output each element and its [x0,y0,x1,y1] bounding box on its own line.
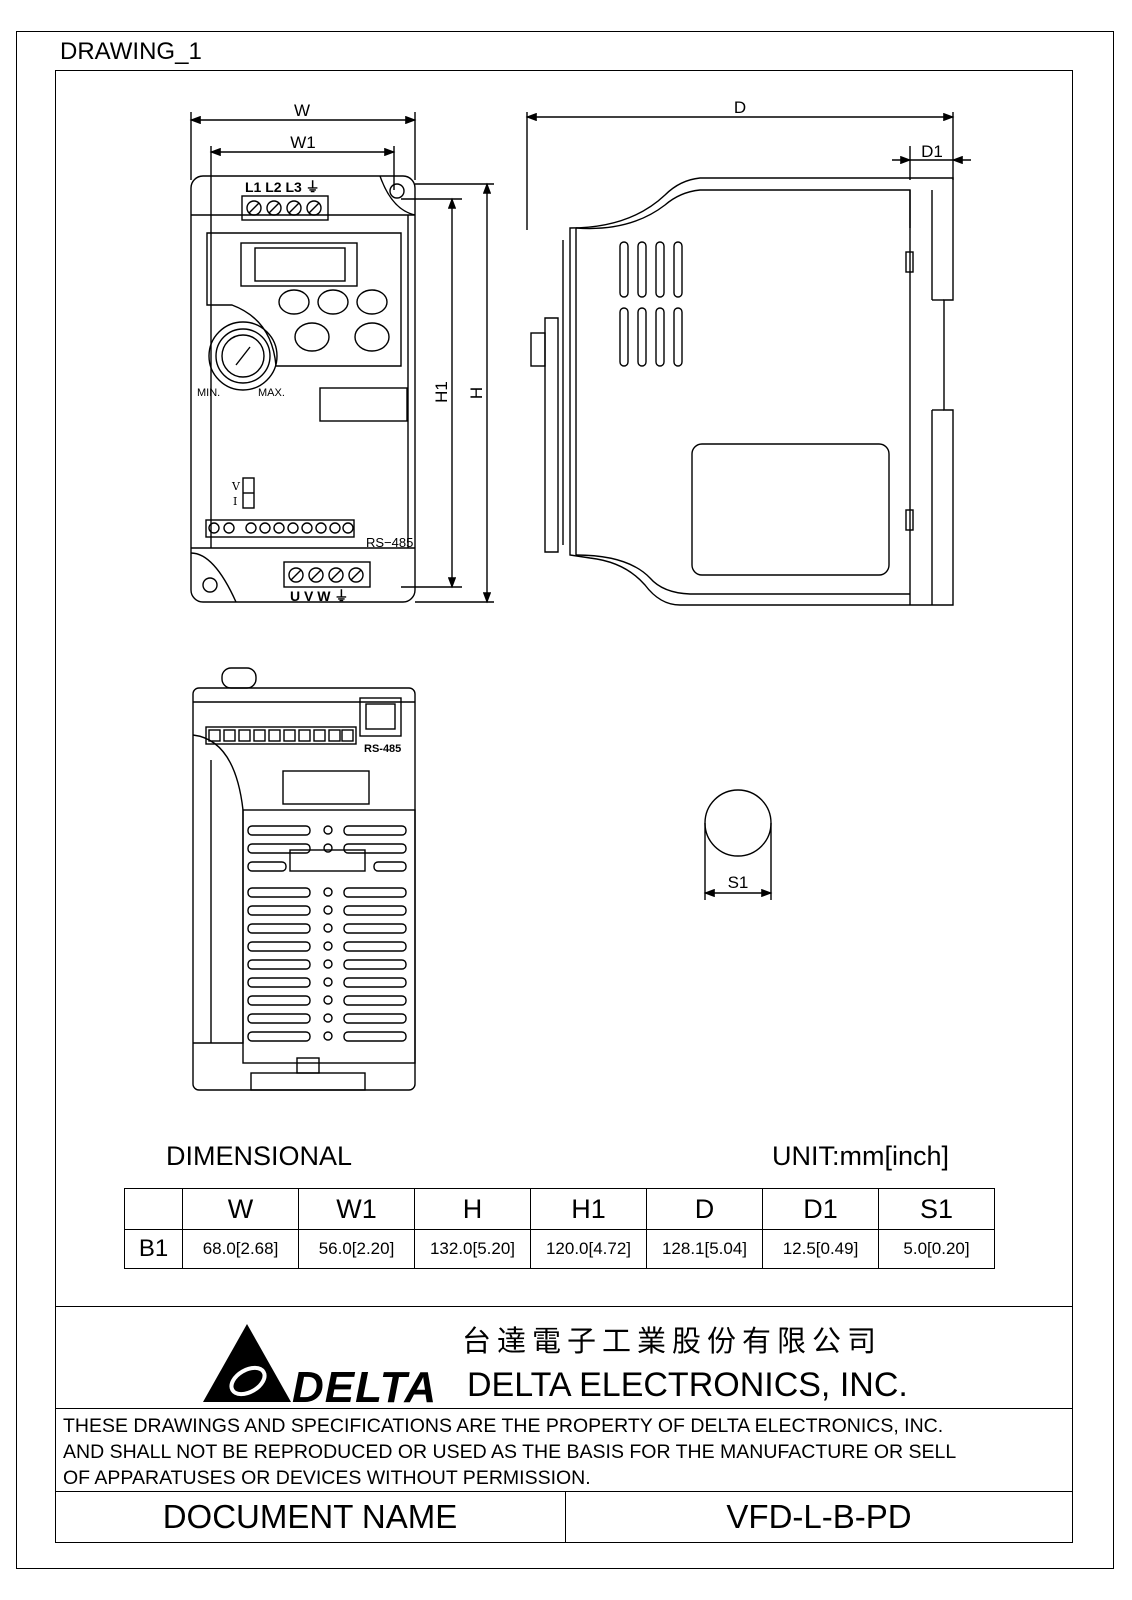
table-row: B1 68.0[2.68] 56.0[2.20] 132.0[5.20] 120… [124,1229,995,1269]
dim-label-h: H [467,387,486,399]
drawing-title: DRAWING_1 [60,38,202,65]
side-vents [619,241,683,367]
property-notice: THESE DRAWINGS AND SPECIFICATIONS ARE TH… [63,1413,1068,1491]
document-divider [55,1491,1073,1492]
company-chinese-name: 台達電子工業股份有限公司 [462,1324,883,1358]
dim-label-h1: H1 [432,381,451,403]
dim-label-s1: S1 [728,873,749,892]
table-header-cell: D [646,1188,763,1230]
document-name-value: VFD-L-B-PD [726,1498,912,1535]
dimension-table: W W1 H H1 D D1 S1 B1 68.0[2.68] 56.0[2.2… [124,1188,995,1269]
notice-line: THESE DRAWINGS AND SPECIFICATIONS ARE TH… [63,1415,944,1437]
table-cell: 5.0[0.20] [878,1229,995,1269]
notice-line: AND SHALL NOT BE REPRODUCED OR USED AS T… [63,1441,957,1463]
knob-min-label: MIN. [197,387,220,399]
notice-divider [55,1408,1073,1409]
s1-hole-view: S1 [703,789,773,900]
switch-i-label: I [233,495,237,508]
dimensional-title: DIMENSIONAL [166,1141,353,1171]
front-view: W W1 L1 L2 L3 ⏚ [189,101,494,604]
bottom-vents [247,825,407,1042]
title-block-divider [55,1306,1073,1307]
inner-frame [55,70,1073,1543]
table-cell: B1 [124,1229,183,1269]
switch-v-label: V [231,480,241,493]
table-cell: 68.0[2.68] [182,1229,299,1269]
table-header-cell [124,1188,183,1230]
document-cell-separator [565,1491,566,1543]
dim-label-d: D [734,98,746,117]
dim-label-w: W [294,101,310,120]
control-terminal-row [208,522,354,534]
table-cell: 56.0[2.20] [298,1229,415,1269]
table-cell: 132.0[5.20] [414,1229,531,1269]
document-name-label: DOCUMENT NAME [162,1498,458,1535]
terminal-input-label: L1 L2 L3 ⏚ [245,179,320,195]
table-header-cell: W1 [298,1188,415,1230]
delta-logo: DELTA [203,1324,437,1412]
table-header-cell: W [182,1188,299,1230]
terminal-output-label: U V W ⏚ [290,588,348,604]
rs485-bottom-label: RS-485 [364,743,401,755]
table-header-cell: H1 [530,1188,647,1230]
dim-label-d1: D1 [921,142,943,161]
company-english-name: DELTA ELECTRONICS, INC. [467,1366,908,1404]
table-header-cell: H [414,1188,531,1230]
bottom-view: RS-485 [192,667,416,1091]
notice-line: OF APPARATUSES OR DEVICES WITHOUT PERMIS… [63,1467,591,1489]
table-header-cell: S1 [878,1188,995,1230]
rs485-front-label: RS−485 [366,535,413,550]
table-header-row: W W1 H H1 D D1 S1 [124,1188,995,1230]
table-cell: 12.5[0.49] [762,1229,879,1269]
table-cell: 128.1[5.04] [646,1229,763,1269]
side-view: D D1 [525,98,971,606]
dim-label-w1: W1 [290,133,316,152]
knob-max-label: MAX. [258,387,285,399]
logo-wordmark: DELTA [292,1363,437,1412]
table-cell: 120.0[4.72] [530,1229,647,1269]
table-header-cell: D1 [762,1188,879,1230]
outer-frame [16,31,1114,1569]
unit-label: UNIT:mm[inch] [772,1141,950,1171]
